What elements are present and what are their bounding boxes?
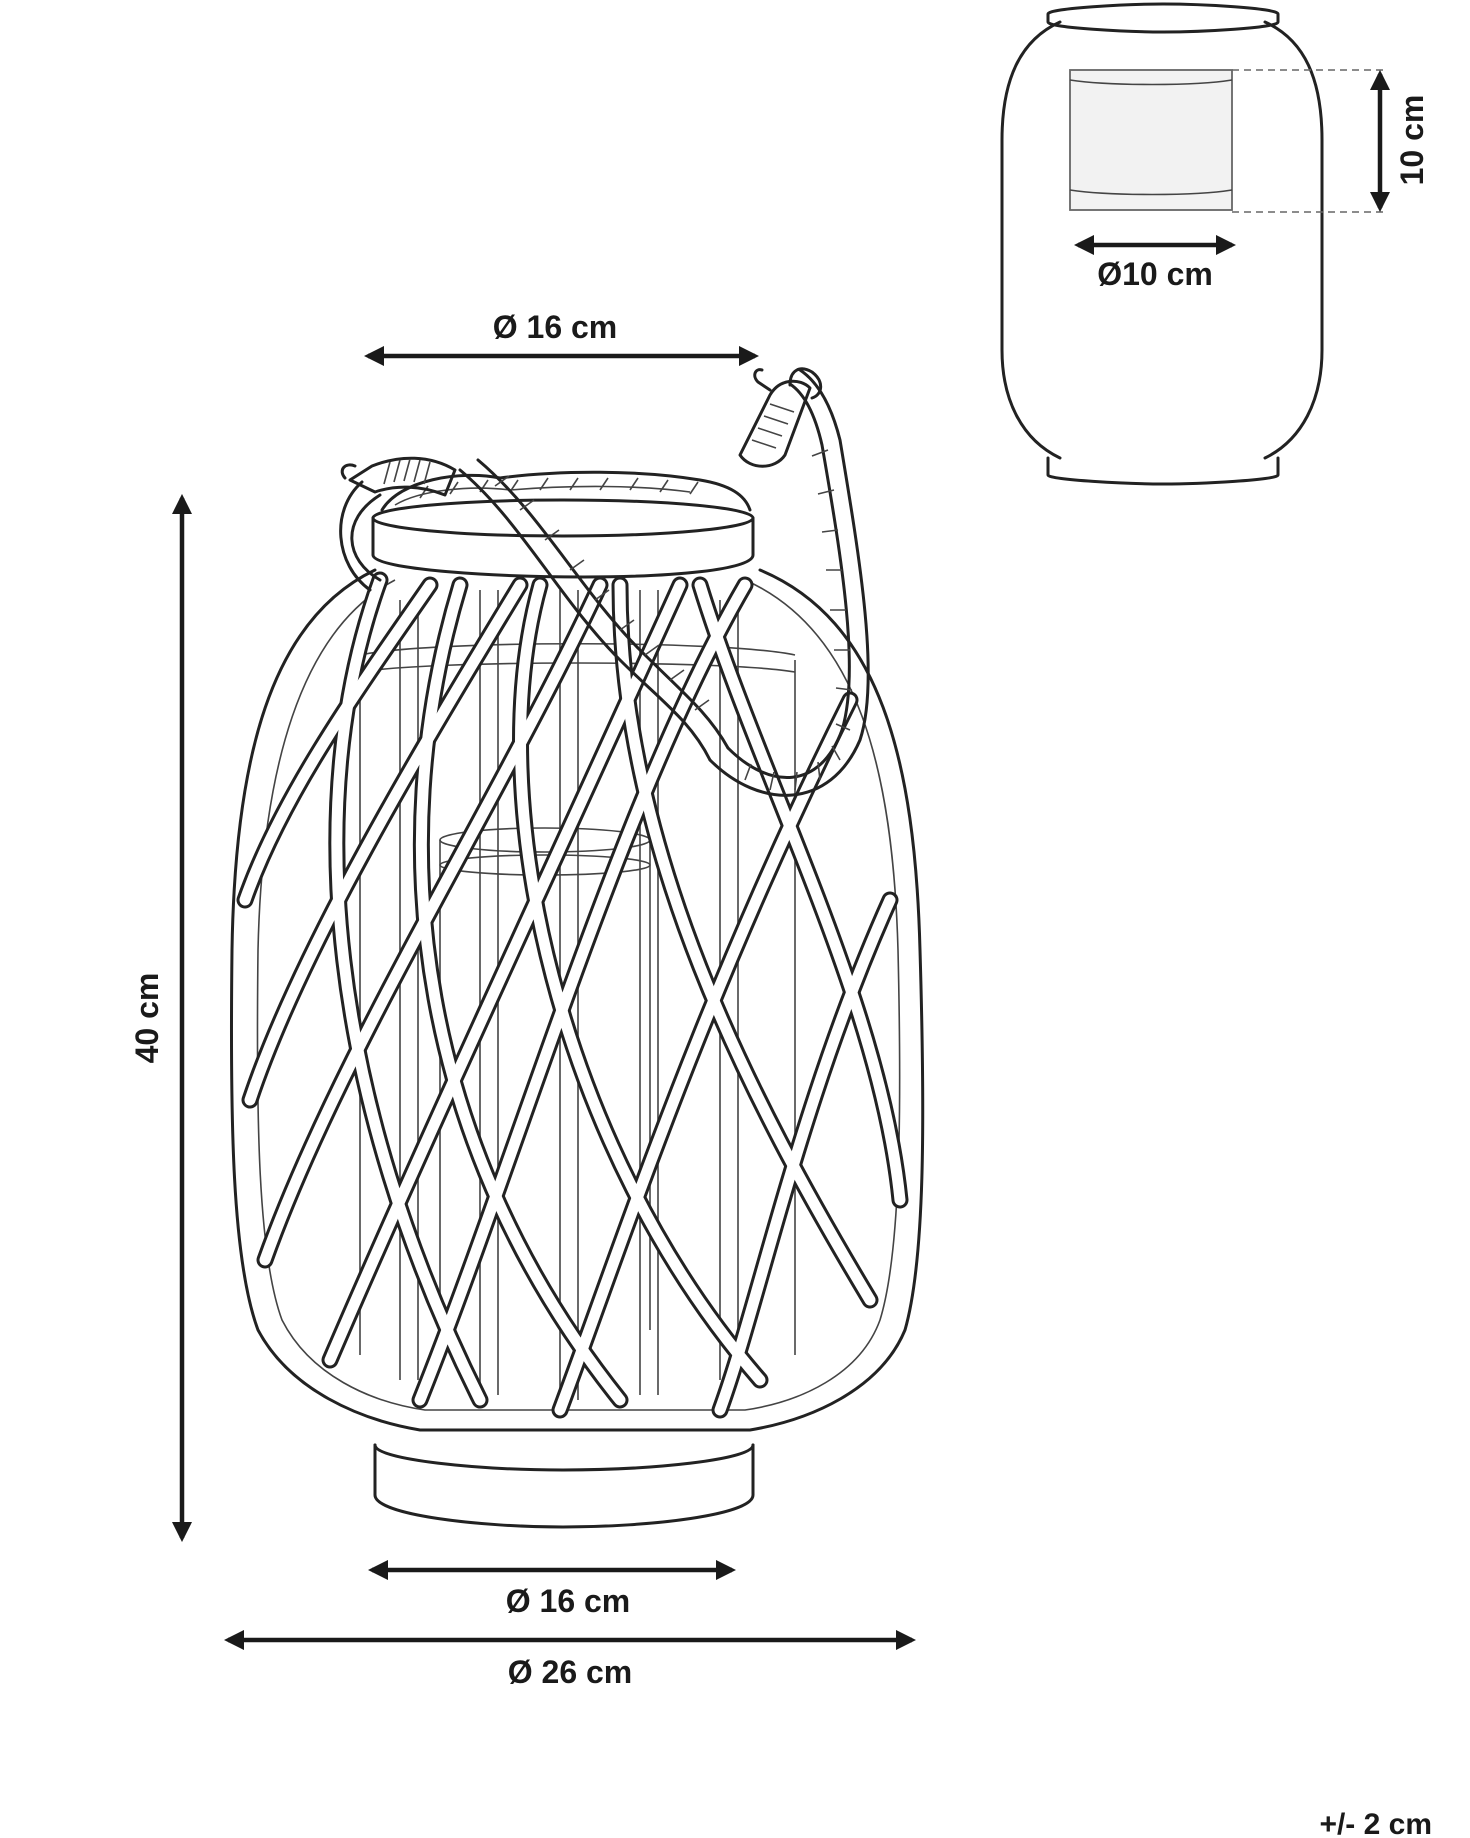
base-diameter-label: Ø 16 cm — [506, 1583, 631, 1619]
rope-handle — [339, 367, 870, 797]
base-ring — [373, 1443, 755, 1529]
dimension-lines — [171, 69, 1391, 1651]
candle-cup — [1069, 69, 1385, 213]
max-diameter-label: Ø 26 cm — [508, 1654, 633, 1690]
lantern-illustration — [229, 367, 925, 1529]
insert-jar-outline — [1000, 20, 1324, 460]
insert-diameter-label: Ø10 cm — [1097, 256, 1213, 292]
tolerance-label: +/- 2 cm — [1319, 1808, 1432, 1838]
top-ring — [371, 498, 755, 579]
top-diameter-label: Ø 16 cm — [493, 309, 618, 345]
woven-strands — [236, 571, 909, 1419]
lantern-body-outline — [229, 568, 925, 1432]
height-label: 40 cm — [129, 973, 165, 1064]
insert-height-label: 10 cm — [1394, 95, 1430, 186]
vertical-slats — [399, 590, 739, 1400]
glass-insert-detail — [1000, 2, 1385, 486]
dimension-labels: Ø 16 cm 40 cm Ø 16 cm Ø 26 cm 10 cm Ø10 … — [129, 95, 1432, 1838]
